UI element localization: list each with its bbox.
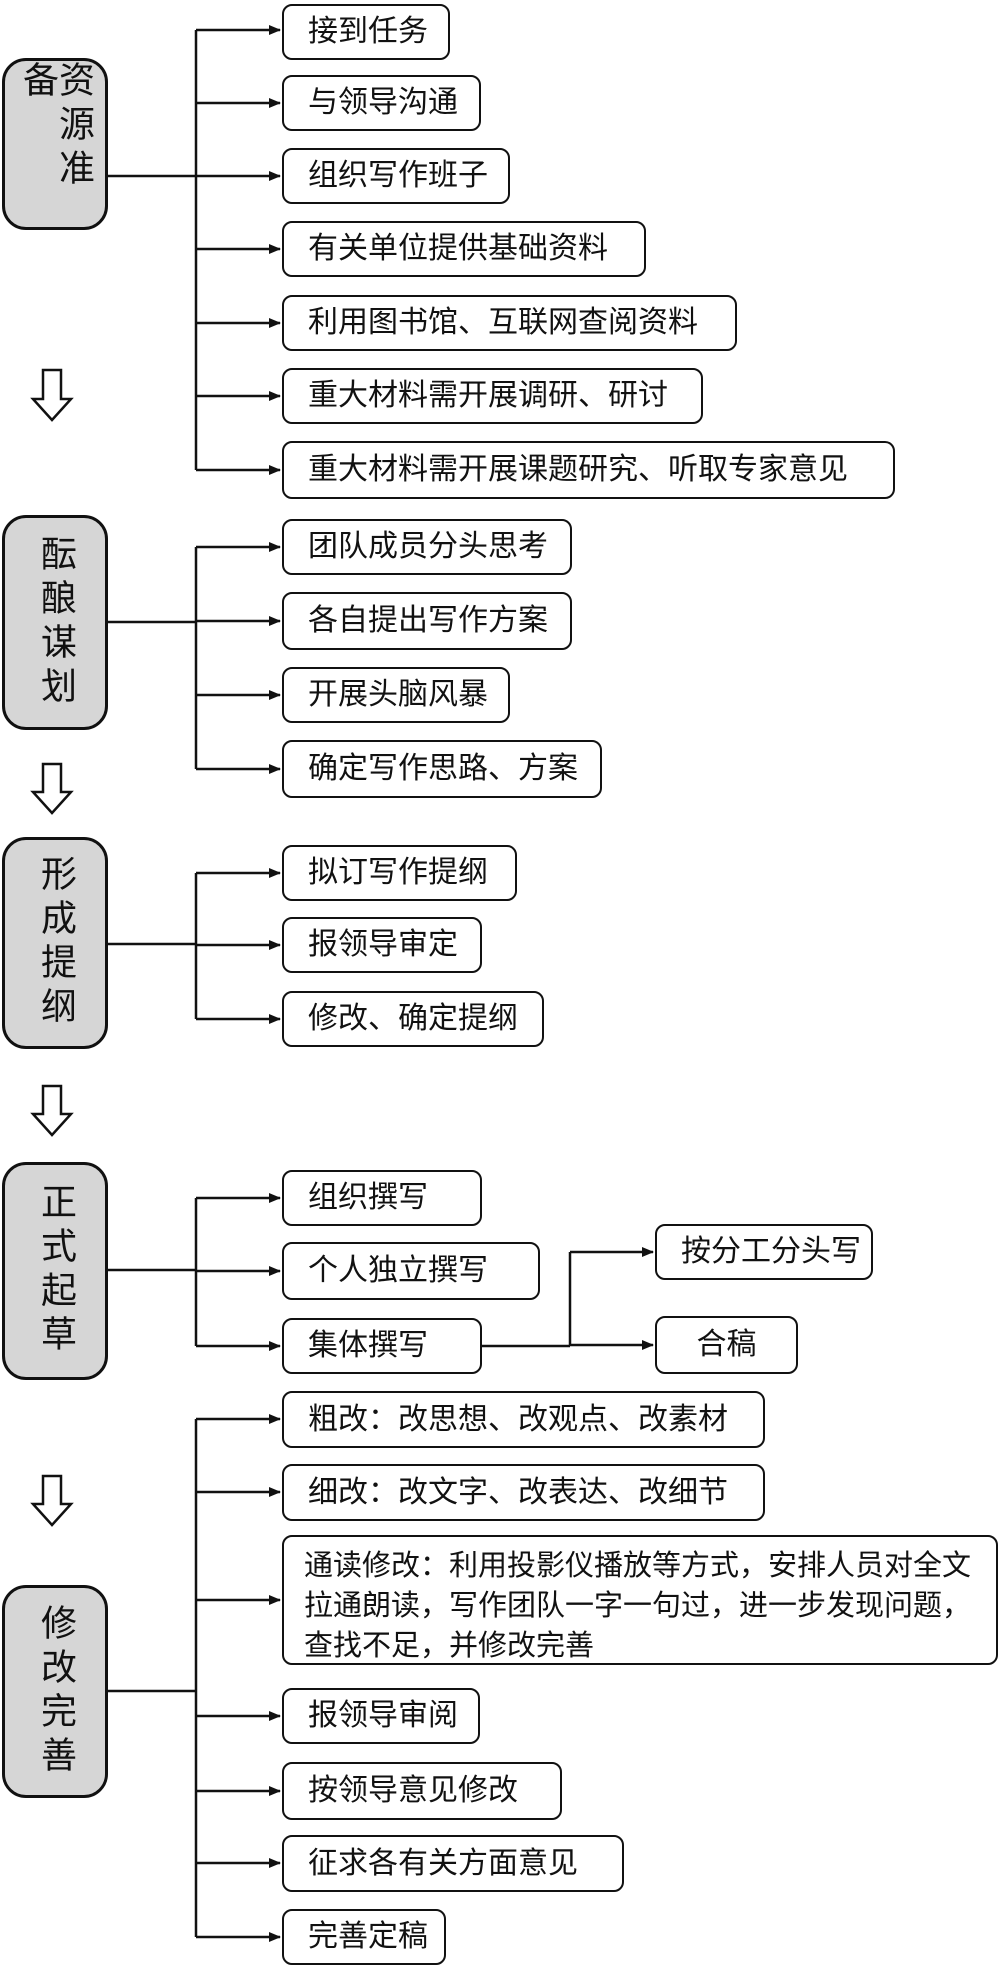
step-box: 修改、确定提纲 bbox=[282, 991, 544, 1047]
stage-label: 正式起草 bbox=[35, 1183, 76, 1359]
step-box: 团队成员分头思考 bbox=[282, 519, 572, 575]
step-box: 集体撰写 bbox=[282, 1318, 482, 1374]
down-arrow-icon bbox=[30, 762, 74, 815]
step-box: 有关单位提供基础资料 bbox=[282, 221, 646, 277]
step-box: 确定写作思路、方案 bbox=[282, 740, 602, 798]
step-box: 各自提出写作方案 bbox=[282, 592, 572, 650]
stage-label: 修改完善 bbox=[35, 1603, 76, 1780]
down-arrow-icon bbox=[30, 1474, 74, 1527]
step-box: 征求各有关方面意见 bbox=[282, 1835, 624, 1892]
step-box: 按领导意见修改 bbox=[282, 1762, 562, 1820]
sub-step-box: 合稿 bbox=[655, 1316, 798, 1374]
step-box: 个人独立撰写 bbox=[282, 1242, 540, 1300]
step-box: 报领导审定 bbox=[282, 917, 482, 973]
step-box: 利用图书馆、互联网查阅资料 bbox=[282, 295, 737, 351]
stage-label: 形成提纲 bbox=[35, 855, 76, 1031]
step-box: 粗改：改思想、改观点、改素材 bbox=[282, 1391, 765, 1448]
down-arrow-icon bbox=[30, 368, 74, 422]
sub-step-box: 按分工分头写 bbox=[655, 1224, 873, 1280]
step-box: 完善定稿 bbox=[282, 1909, 446, 1965]
step-box: 开展头脑风暴 bbox=[282, 667, 510, 723]
step-box: 与领导沟通 bbox=[282, 75, 481, 131]
step-box: 组织写作班子 bbox=[282, 148, 510, 204]
stage-label: 资源准备 bbox=[17, 61, 94, 193]
step-box: 拟订写作提纲 bbox=[282, 845, 517, 901]
step-box-multiline: 通读修改：利用投影仪播放等方式，安排人员对全文拉通朗读，写作团队一字一句过，进一… bbox=[282, 1535, 998, 1665]
step-box: 细改：改文字、改表达、改细节 bbox=[282, 1464, 765, 1521]
step-box: 接到任务 bbox=[282, 4, 450, 60]
stage-planning: 酝酿谋划 bbox=[2, 515, 108, 730]
stage-resource-prep: 资源准备 bbox=[2, 58, 108, 230]
stage-revision: 修改完善 bbox=[2, 1585, 108, 1798]
step-box: 重大材料需开展调研、研讨 bbox=[282, 368, 703, 424]
step-box: 报领导审阅 bbox=[282, 1688, 480, 1744]
stage-label: 酝酿谋划 bbox=[35, 534, 76, 711]
down-arrow-icon bbox=[30, 1084, 74, 1137]
step-box: 组织撰写 bbox=[282, 1170, 482, 1226]
step-box: 重大材料需开展课题研究、听取专家意见 bbox=[282, 441, 895, 499]
stage-outline: 形成提纲 bbox=[2, 837, 108, 1049]
stage-drafting: 正式起草 bbox=[2, 1162, 108, 1380]
